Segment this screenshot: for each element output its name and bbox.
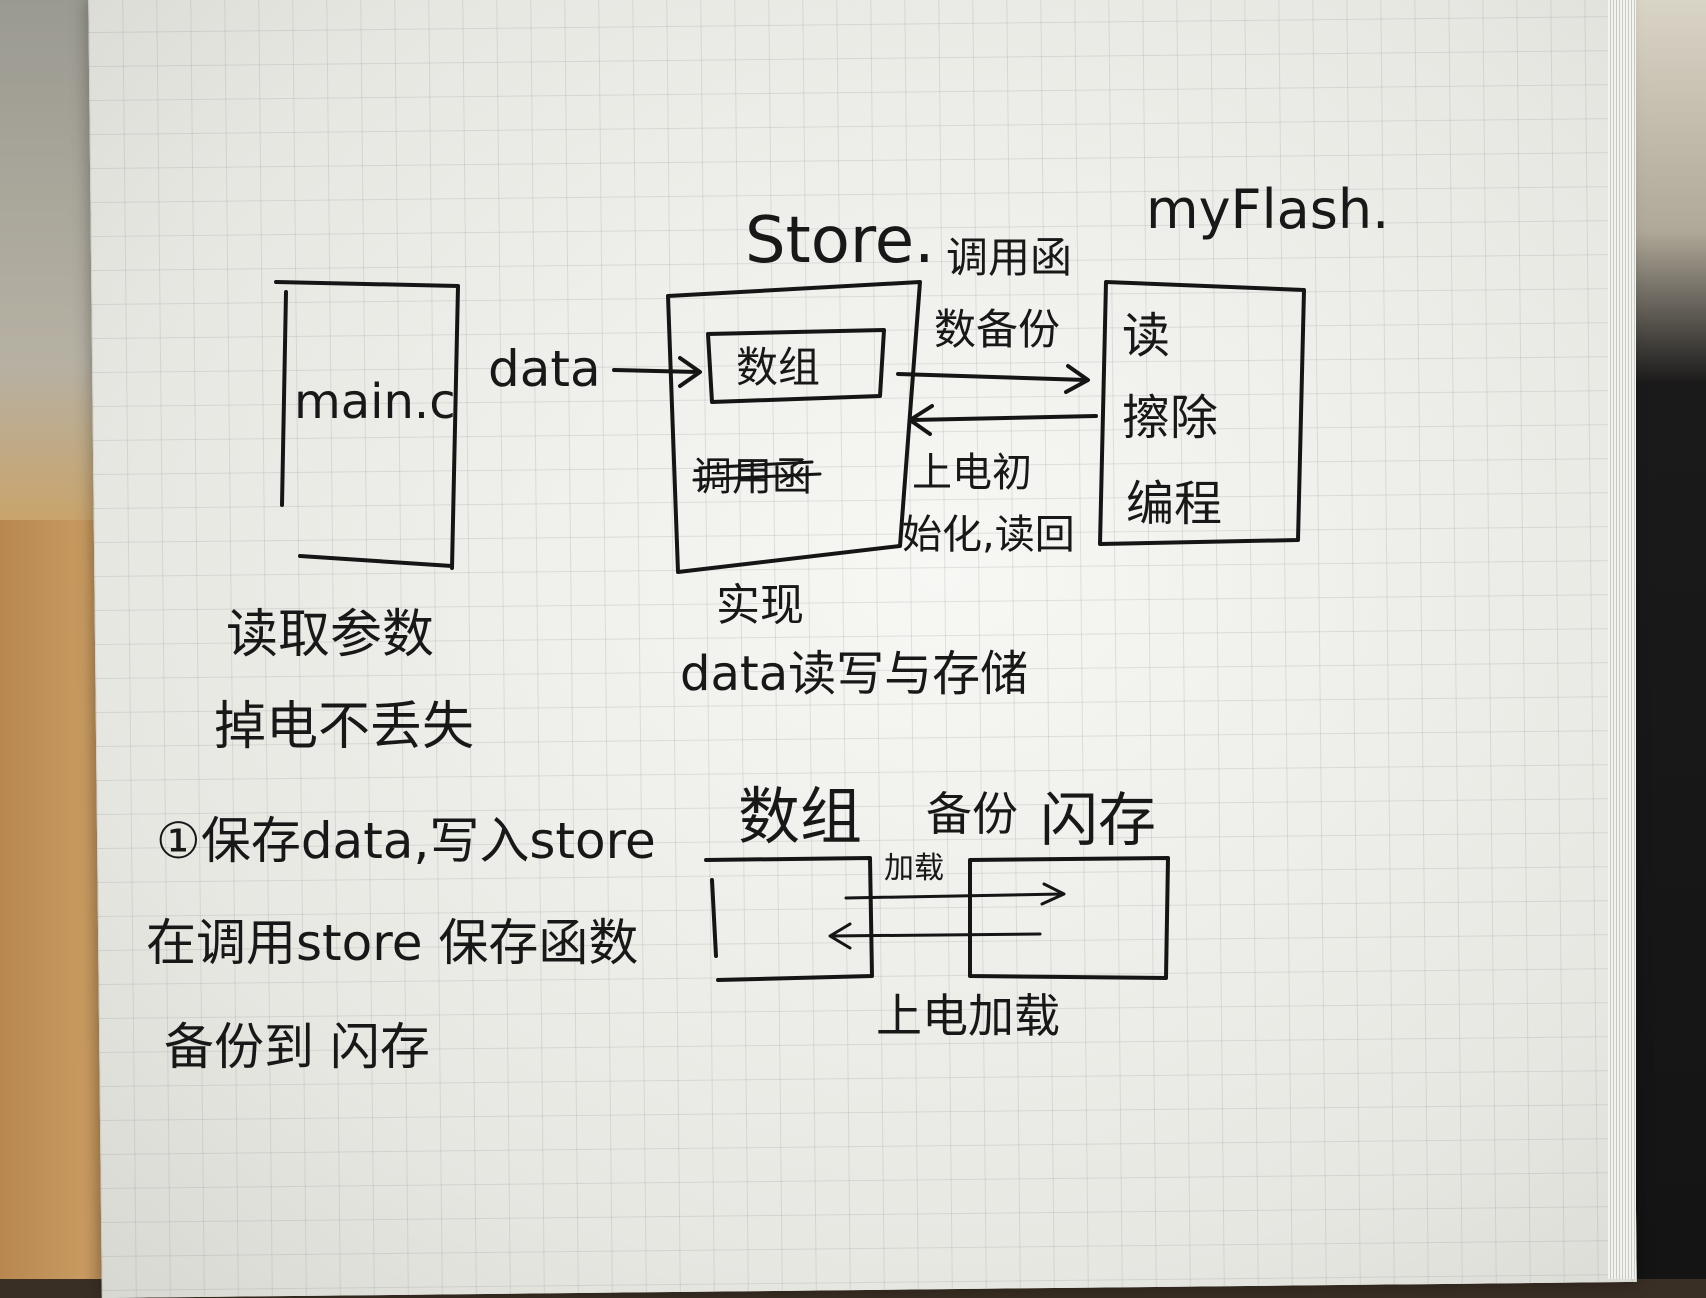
myflash-box-title: myFlash. — [1146, 178, 1389, 241]
step-2-line-1: 在调用store 保存函数 — [146, 914, 638, 972]
main-note-line-1: 读取参数 — [226, 605, 434, 665]
myflash-line-erase: 擦除 — [1122, 390, 1218, 446]
bottom-diagram: 数组 备份 闪存 加载 上电加载 — [704, 780, 1170, 1043]
step-1: ①保存data,写入store — [156, 812, 656, 870]
store-note-line-1: 实现 — [716, 580, 804, 631]
myflash-line-program: 编程 — [1126, 476, 1222, 532]
store-array-label: 数组 — [736, 343, 820, 392]
myflash-line-read: 读 — [1122, 308, 1170, 364]
bottom-label-load-top: 加载 — [884, 851, 944, 886]
data-arrow: data — [488, 340, 702, 398]
store-box: Store. 数组 调用函 — [666, 204, 935, 574]
init-arrow-label-2: 始化,读回 — [902, 512, 1075, 558]
myflash-box: myFlash. 读 擦除 编程 — [1098, 178, 1389, 546]
bottom-label-power-on: 上电加载 — [876, 989, 1060, 1043]
bottom-label-flash: 闪存 — [1040, 786, 1156, 854]
main-box: main.c — [274, 280, 460, 570]
backup-arrow-label-1: 调用函 — [946, 233, 1072, 282]
init-arrow-label-1: 上电初 — [912, 450, 1032, 496]
backup-arrow-label-2: 数备份 — [934, 305, 1060, 354]
store-box-title: Store. — [745, 204, 935, 278]
data-arrow-label: data — [488, 340, 601, 398]
backup-arrow: 调用函 数备份 — [896, 233, 1090, 394]
bottom-label-backup: 备份 — [926, 787, 1018, 841]
init-arrow: 上电初 始化,读回 — [902, 404, 1098, 558]
store-note-line-2: data读写与存储 — [680, 646, 1028, 702]
main-note-line-2: 掉电不丢失 — [214, 697, 474, 757]
main-box-label: main.c — [294, 374, 456, 430]
step-2-line-2: 备份到 闪存 — [164, 1018, 430, 1076]
bottom-label-array: 数组 — [738, 780, 862, 853]
notebook-page-edges — [1608, 0, 1636, 1279]
